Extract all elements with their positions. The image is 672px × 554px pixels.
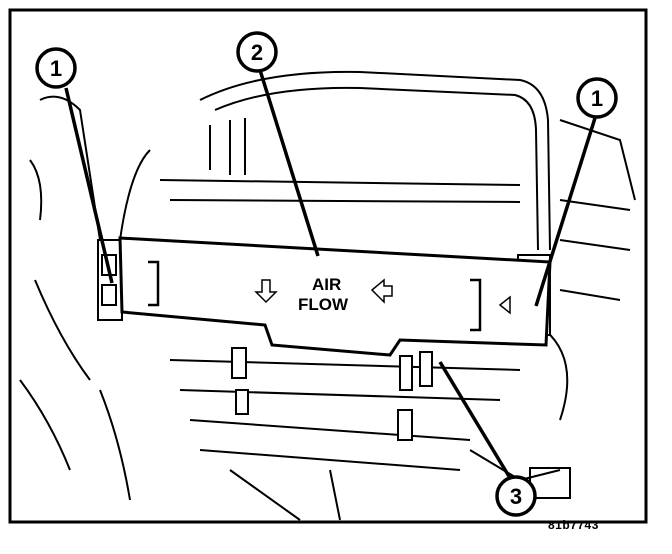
callout-label: 1 [50, 56, 62, 81]
leader-line-2 [258, 69, 320, 257]
dashboard-background [19, 70, 636, 521]
air-flow-arrow-far-right [498, 295, 511, 315]
leader-line-1-right [534, 117, 597, 307]
leader-line-1-left [64, 87, 114, 284]
callout-label: 2 [251, 40, 263, 65]
air-flow-arrow-left [254, 279, 278, 304]
air-flow-arrow-right [370, 278, 393, 304]
leader-lines [64, 69, 597, 479]
callout-2: 2 [236, 31, 278, 73]
callout-1-right: 1 [576, 77, 618, 119]
callout-3: 3 [495, 475, 537, 517]
leader-line-3 [438, 361, 512, 479]
air-flow-label-line1: AIR [312, 275, 341, 294]
air-flow-label-line2: FLOW [298, 295, 349, 314]
figure-code: 81b7743 [548, 518, 599, 532]
left-door-handle [148, 260, 160, 307]
callout-label: 1 [591, 86, 603, 111]
callout-label: 3 [510, 484, 522, 509]
callout-1-left: 1 [35, 47, 77, 89]
retaining-tabs [231, 347, 433, 441]
filter-access-door: AIR FLOW [118, 236, 552, 357]
right-door-handle [470, 278, 482, 332]
